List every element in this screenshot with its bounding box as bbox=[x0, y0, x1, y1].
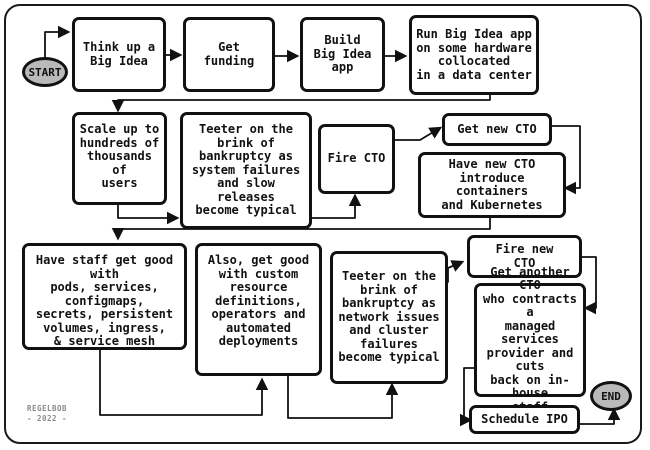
step-fire-cto: Fire CTO bbox=[318, 124, 395, 194]
step-introduce-containers: Have new CTO introduce containers and Ku… bbox=[418, 152, 566, 218]
step-custom-resources: Also, get good with custom resource defi… bbox=[195, 243, 322, 376]
step-get-funding: Get funding bbox=[183, 17, 275, 92]
start-terminal: START bbox=[22, 57, 68, 87]
step-teeter-network-failures: Teeter on the brink of bankruptcy as net… bbox=[330, 251, 448, 384]
step-teeter-system-failures: Teeter on the brink of bankruptcy as sys… bbox=[180, 112, 312, 229]
step-staff-get-good: Have staff get good with pods, services,… bbox=[22, 243, 187, 350]
step-build-app: Build Big Idea app bbox=[300, 17, 385, 92]
step-run-app: Run Big Idea app on some hardware colloc… bbox=[409, 15, 539, 95]
step-fire-new-cto: Fire new CTO bbox=[467, 235, 582, 278]
credit-author: REGELBOB bbox=[26, 404, 68, 413]
step-get-new-cto: Get new CTO bbox=[442, 113, 552, 146]
author-credit: REGELBOB - 2022 - bbox=[22, 404, 72, 424]
step-schedule-ipo: Schedule IPO bbox=[469, 405, 580, 434]
end-terminal: END bbox=[590, 381, 632, 411]
step-scale-up: Scale up to hundreds of thousands of use… bbox=[72, 112, 167, 205]
step-another-cto: Get another CTO who contracts a managed … bbox=[474, 265, 586, 414]
credit-year: - 2022 - bbox=[26, 414, 68, 423]
step-think-up-idea: Think up a Big Idea bbox=[72, 17, 166, 92]
